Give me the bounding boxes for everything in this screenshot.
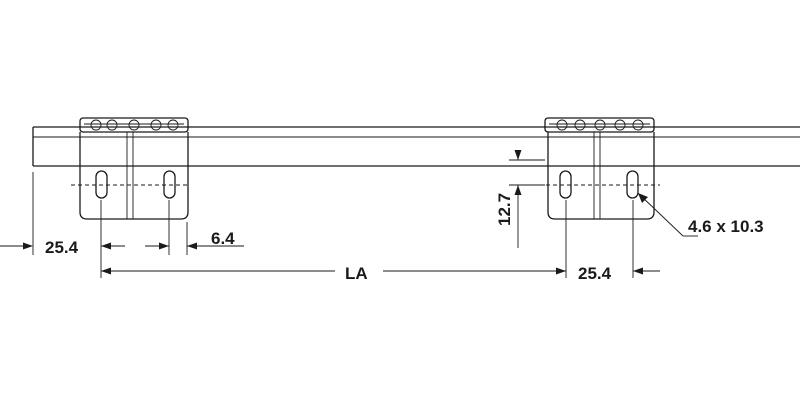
right-bracket — [525, 117, 660, 220]
rail — [32, 126, 800, 167]
dim-length-label: LA — [345, 264, 368, 283]
right-slot-2 — [626, 170, 639, 199]
dim-right-spacing: 25.4 — [578, 264, 660, 283]
dim-vertical-height: 12.7 — [495, 150, 522, 248]
right-slot-1 — [559, 170, 572, 199]
right-bracket-teeth — [556, 119, 644, 131]
left-slot-2 — [163, 170, 176, 199]
slot-size-label: 4.6 x 10.3 — [688, 217, 764, 236]
left-slot-1 — [95, 170, 108, 199]
slot-size-callout: 4.6 x 10.3 — [638, 193, 764, 237]
dim-length: LA — [101, 264, 566, 283]
left-bracket — [71, 117, 189, 220]
dim-left-spacing: 25.4 — [0, 238, 169, 257]
dim-slot-offset: 6.4 — [187, 229, 244, 250]
dim-left-spacing-label: 25.4 — [45, 238, 79, 257]
dim-right-spacing-label: 25.4 — [578, 264, 612, 283]
dim-slot-offset-label: 6.4 — [211, 229, 235, 248]
left-bracket-teeth — [90, 119, 179, 131]
dim-vertical-height-label: 12.7 — [495, 193, 514, 226]
